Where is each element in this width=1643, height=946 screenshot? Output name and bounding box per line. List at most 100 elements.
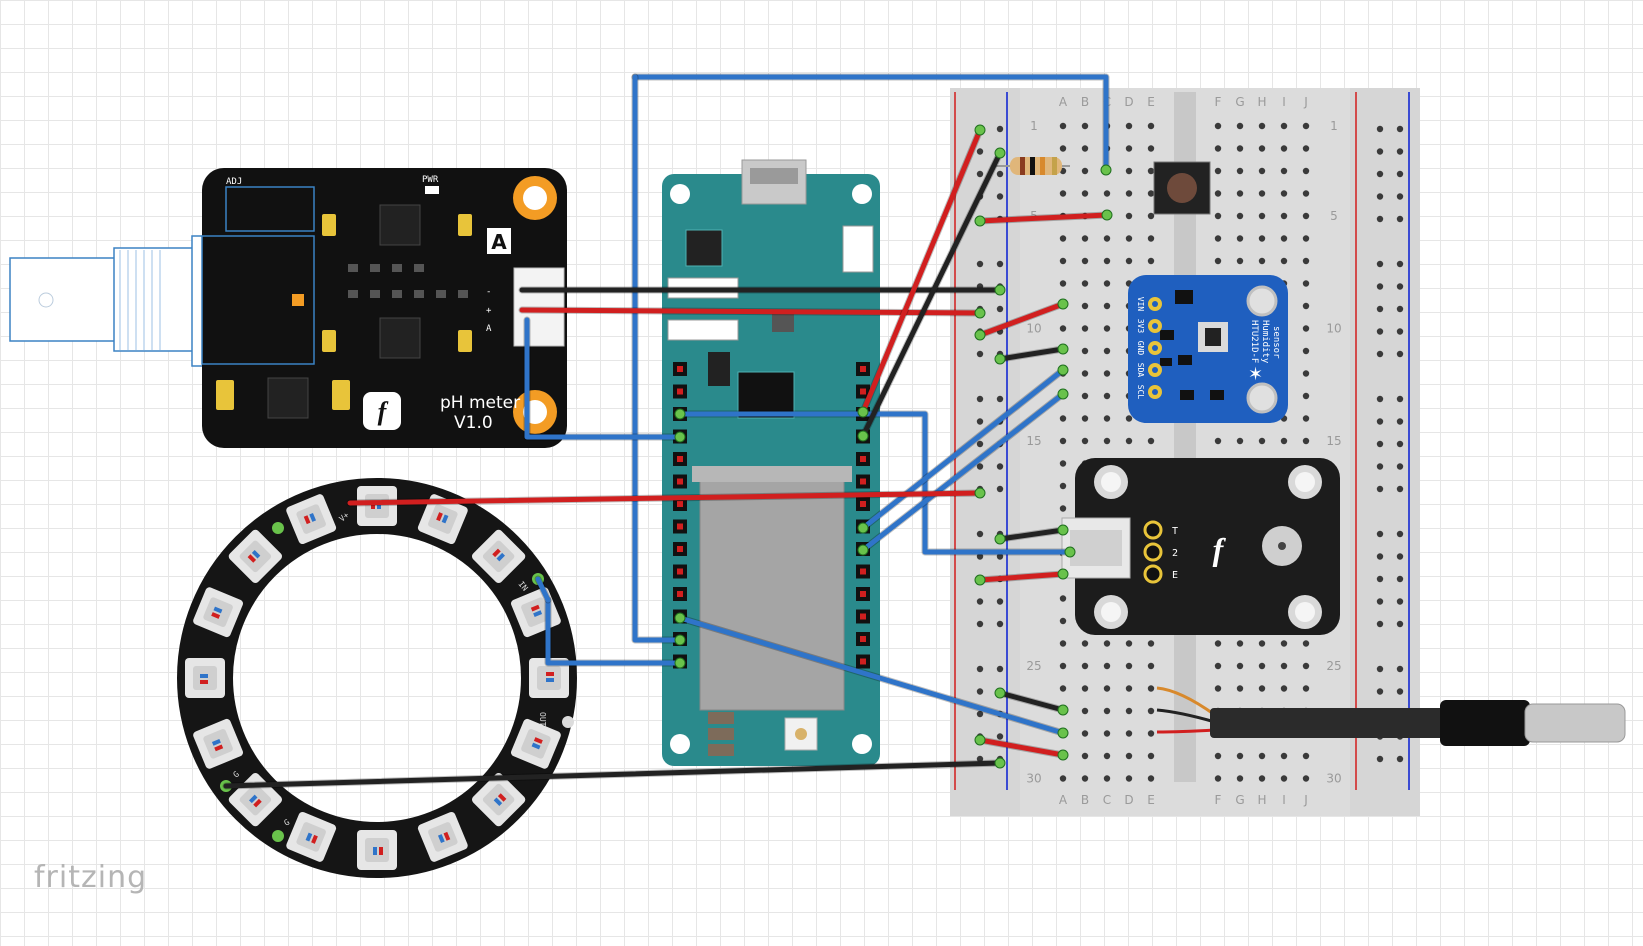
ph-pin-label: A	[486, 324, 492, 334]
led-die	[496, 552, 505, 562]
wire-endpoint	[857, 406, 869, 418]
ring-pin-label: G	[232, 769, 242, 779]
led-die	[493, 797, 503, 806]
breadboard-hole	[1125, 257, 1133, 265]
breadboard-hole	[1103, 730, 1111, 737]
breadboard-hole	[1081, 685, 1089, 692]
breadboard-hole	[1302, 235, 1310, 242]
breadboard-hole	[1236, 437, 1244, 445]
ph-a-label: A	[491, 230, 507, 254]
wire-endpoint	[857, 430, 869, 442]
breadboard-hole	[1214, 775, 1222, 782]
led-die	[213, 606, 223, 614]
fritzing-logo: fritzing	[34, 860, 148, 895]
wire-endpoint	[974, 487, 986, 499]
row-label: 10	[1026, 322, 1041, 336]
breadboard-hole	[1147, 437, 1155, 445]
breadboard-hole	[1081, 122, 1089, 130]
htu-pin-label: SCL	[1136, 385, 1145, 400]
breadboard-hole	[1059, 505, 1067, 512]
breadboard-hole	[1280, 752, 1288, 760]
rail-hole	[1376, 755, 1384, 763]
led-die	[214, 744, 224, 752]
breadboard-hole	[1059, 775, 1067, 782]
svg-text:f: f	[378, 397, 389, 426]
rail-hole	[1376, 575, 1384, 583]
breadboard-hole	[1302, 775, 1310, 782]
breadboard-hole	[1236, 685, 1244, 692]
wire	[977, 301, 1066, 338]
neopixel-led	[193, 587, 243, 638]
breadboard-hole	[1147, 212, 1155, 220]
breadboard-hole	[1302, 145, 1310, 152]
breadboard-hole	[1125, 167, 1133, 175]
row-label: 15	[1326, 434, 1341, 448]
rail-hole	[1396, 328, 1404, 335]
breadboard-hole	[1103, 325, 1111, 332]
rail-hole	[1376, 215, 1384, 223]
breadboard-hole	[1214, 167, 1222, 175]
rail-hole	[1376, 260, 1384, 268]
breadboard-hole	[1103, 752, 1111, 760]
wire-endpoint	[994, 757, 1006, 769]
breadboard-hole	[1103, 280, 1111, 287]
led-die	[251, 550, 261, 559]
led-die	[247, 554, 257, 563]
breadboard-hole	[1236, 235, 1244, 242]
breadboard-hole	[1302, 302, 1310, 310]
breadboard-hole	[1280, 775, 1288, 782]
wire-endpoint	[674, 657, 686, 669]
header-pin-pad	[860, 568, 866, 575]
led-die	[200, 680, 208, 684]
breadboard-hole	[1280, 167, 1288, 175]
breadboard-hole	[1302, 212, 1310, 220]
breadboard-hole	[1059, 437, 1067, 445]
breadboard-hole	[1081, 640, 1089, 647]
breadboard-hole	[1302, 392, 1310, 400]
breadboard-hole	[1236, 122, 1244, 130]
ph-pwr-label: PWR	[422, 175, 439, 185]
rail-hole	[1376, 620, 1384, 628]
column-label: B	[1081, 793, 1089, 807]
breadboard-hole	[1081, 167, 1089, 175]
breadboard-hole	[1059, 617, 1067, 625]
neopixel-led	[511, 718, 561, 769]
breadboard-hole	[1302, 122, 1310, 130]
breadboard-hole	[1280, 235, 1288, 242]
breadboard-hole	[1236, 212, 1244, 220]
rail-hole	[996, 665, 1004, 673]
breadboard-hole	[1081, 235, 1089, 242]
column-label: G	[1235, 793, 1244, 807]
header-pin-pad	[677, 591, 683, 597]
rail-hole	[1396, 530, 1404, 538]
rail-hole	[976, 463, 984, 470]
breadboard-hole	[1214, 685, 1222, 692]
wire-endpoint	[994, 147, 1006, 159]
htu-pin-hole	[1152, 389, 1158, 395]
breadboard-hole	[1258, 190, 1266, 197]
breadboard-hole	[1302, 640, 1310, 647]
wire-endpoint	[674, 612, 686, 624]
rail-hole	[1396, 395, 1404, 403]
column-label: F	[1215, 793, 1222, 807]
breadboard-hole	[1236, 662, 1244, 670]
led-die	[443, 831, 451, 841]
header-pin-pad	[677, 478, 683, 485]
wire	[860, 127, 983, 415]
breadboard-hole	[1147, 190, 1155, 197]
breadboard-hole	[1059, 662, 1067, 670]
breadboard-hole	[1125, 212, 1133, 220]
breadboard-hole	[1081, 145, 1089, 152]
breadboard-hole	[1280, 212, 1288, 220]
breadboard-hole	[1302, 415, 1310, 422]
breadboard-hole	[1125, 235, 1133, 242]
breadboard-hole	[1236, 752, 1244, 760]
rail-hole	[1396, 553, 1404, 560]
led-die	[305, 832, 313, 842]
ph-a-badge	[487, 228, 511, 254]
wire-endpoint	[1057, 298, 1069, 310]
wire-endpoint	[974, 215, 986, 227]
led-die	[249, 794, 258, 804]
rail-hole	[1396, 283, 1404, 290]
ph-title: pH meter	[440, 393, 520, 413]
